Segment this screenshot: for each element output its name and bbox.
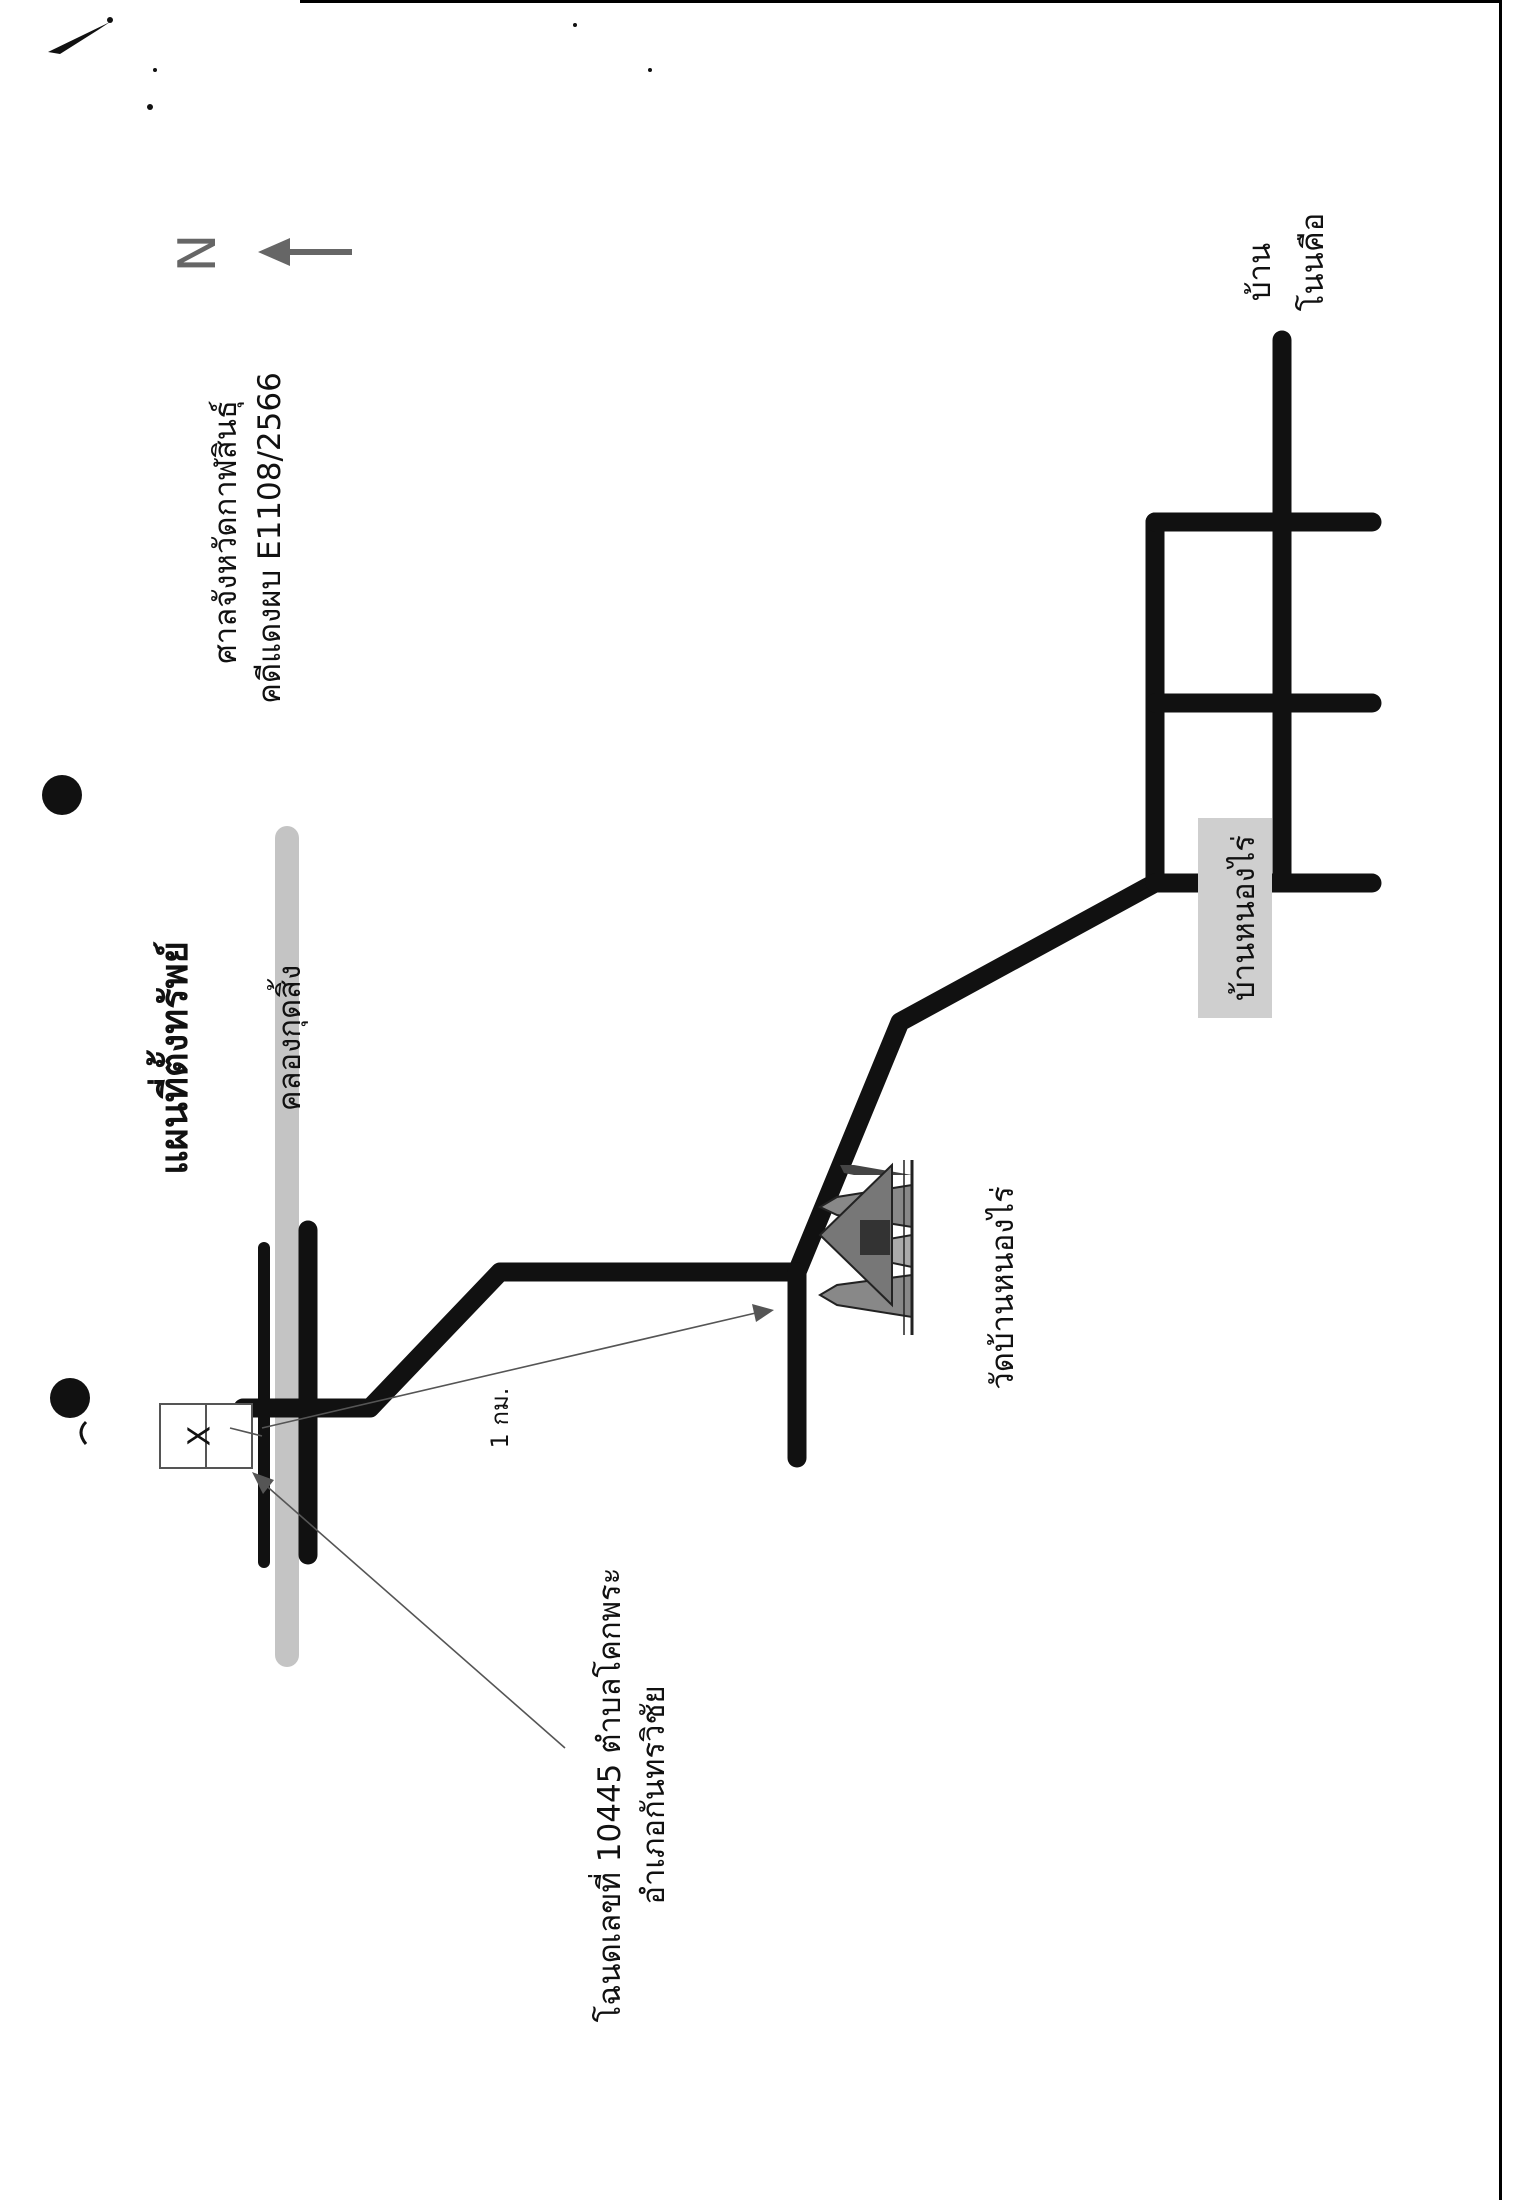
village-box-label: บ้านหนองไร่: [1226, 835, 1262, 1001]
north-arrow-icon: [258, 238, 352, 266]
map-title: แผนที่ตั้งทรัพย์: [146, 941, 196, 1175]
temple-icon: [817, 1160, 914, 1335]
page-right-border: [1499, 0, 1502, 2200]
road-network: [233, 330, 1382, 1568]
punch-hole-shadow: [79, 1420, 88, 1445]
punch-hole-top: [42, 775, 82, 815]
distance-label: 1 กม.: [486, 1388, 514, 1449]
parcel-x-mark: X: [183, 1426, 218, 1447]
village-end-label-line2: โนนคือ: [1295, 213, 1331, 311]
parcel-label-line2: อำเภอกันทรวิชัย: [636, 1685, 672, 1904]
canal-label: คลองกุดสิ้ง: [267, 965, 309, 1111]
page-top-border: [300, 0, 1500, 3]
leader-lines: [229, 1304, 774, 1749]
parcel-label-line1: โฉนดเลขที่ 10445 ตำบลโคกพระ: [588, 1568, 628, 2023]
court-name: ศาลจังหวัดกาฬสินธุ์: [208, 400, 245, 664]
village-end-label-line1: บ้าน: [1242, 243, 1278, 301]
punch-hole-bottom: [50, 1378, 90, 1418]
case-number: คดีแดงผบ E1108/2566: [252, 372, 288, 704]
temple-label: วัดบ้านหนองไร่: [985, 1186, 1021, 1389]
north-label: N: [168, 234, 228, 273]
scan-specks: [48, 17, 652, 110]
parcel-marker-icon: [159, 1403, 253, 1469]
village-box: [1198, 818, 1272, 1018]
